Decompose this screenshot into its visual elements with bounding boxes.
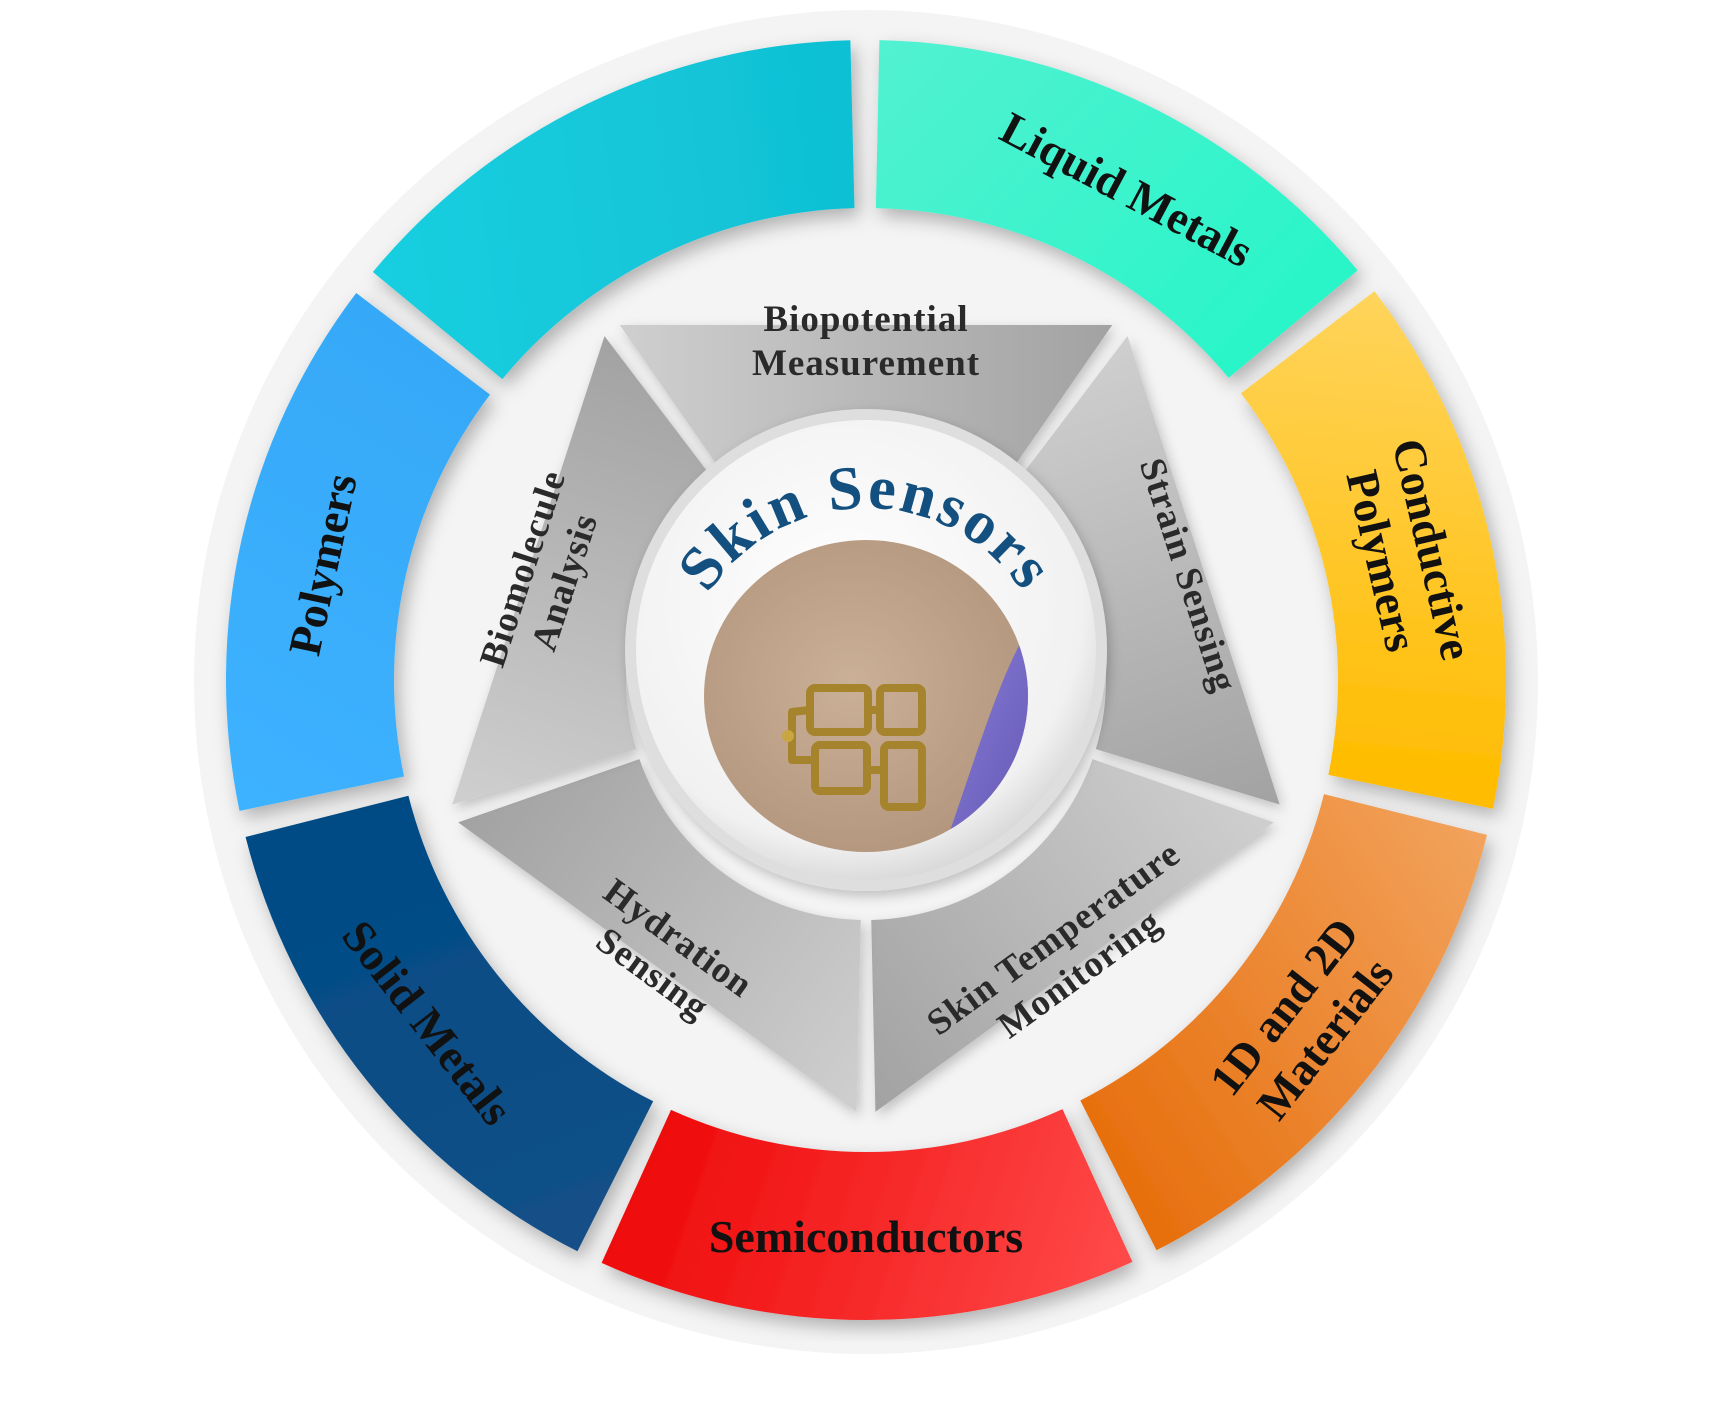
outer-segment-label: Semiconductors <box>709 1211 1023 1262</box>
inner-label-line: Biopotential <box>763 299 968 340</box>
inner-label-line: Measurement <box>752 343 980 384</box>
outer-ring: ElastomersLiquid MetalsConductivePolymer… <box>225 40 1506 1320</box>
outer-segment-semiconductors: Semiconductors <box>245 795 1023 1262</box>
outer-label-line: Semiconductors <box>709 1211 1023 1262</box>
